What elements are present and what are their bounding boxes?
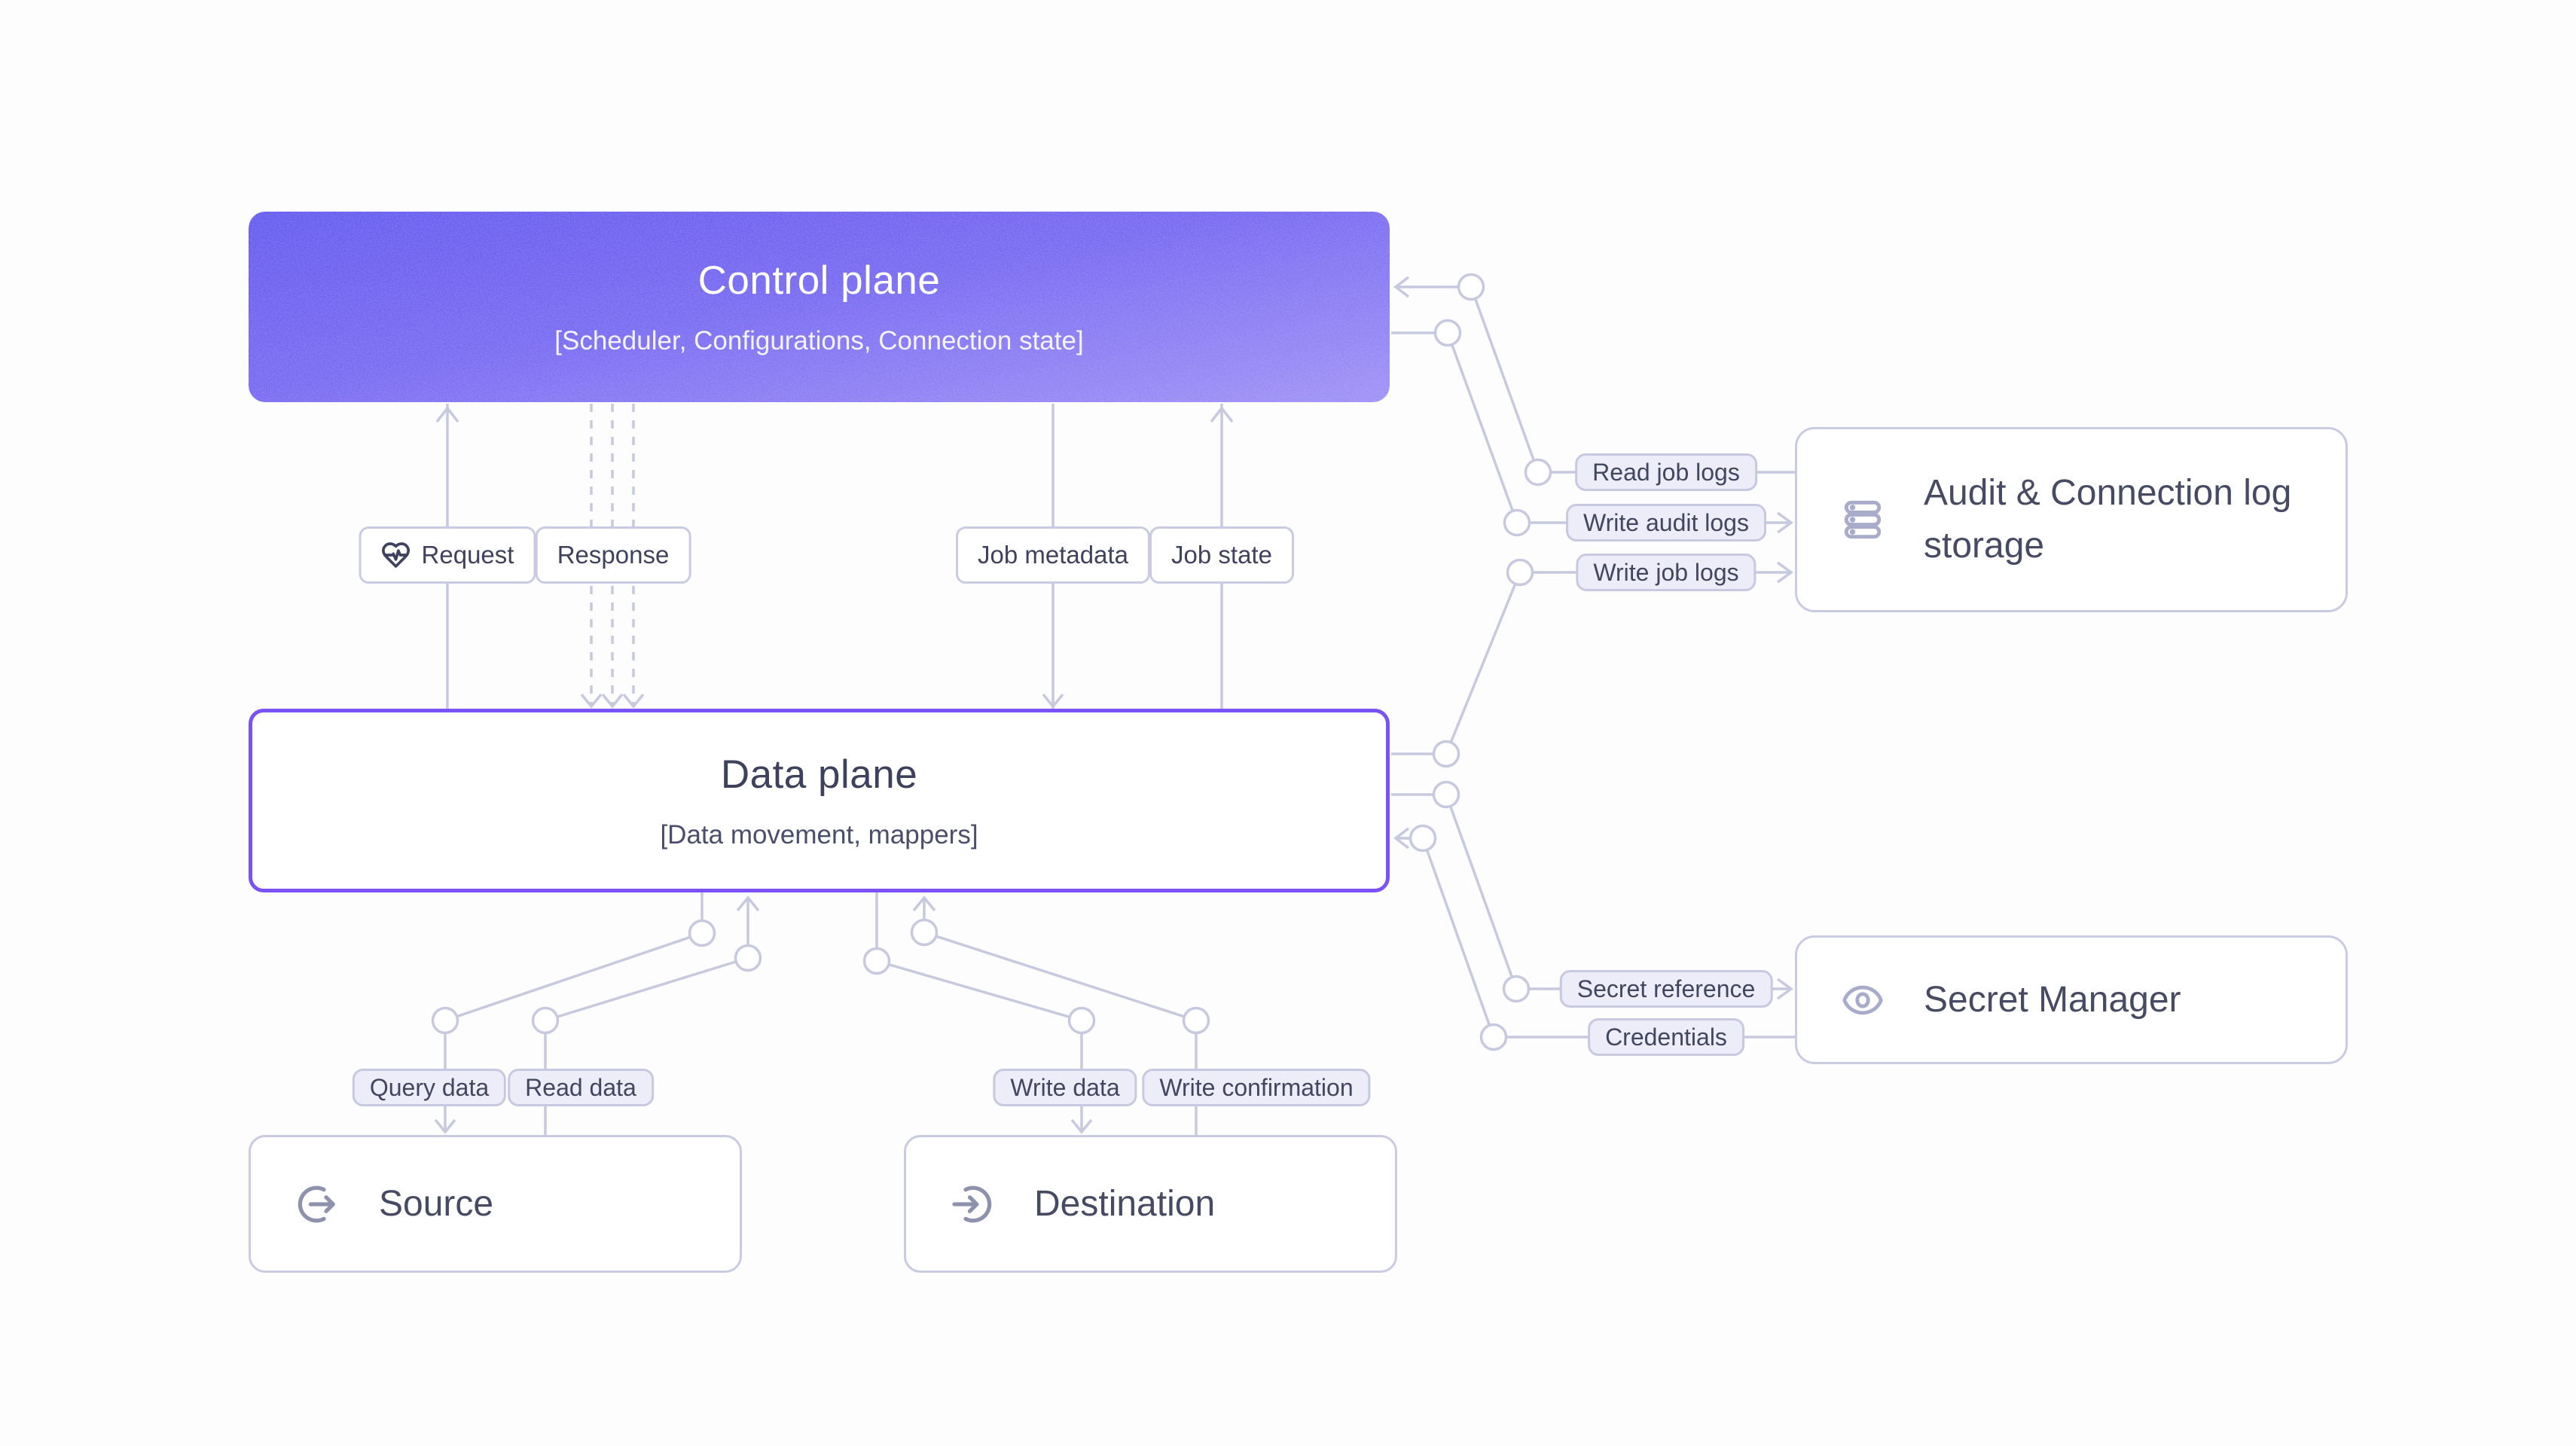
write-audit-logs-label: Write audit logs (1566, 504, 1766, 541)
request-label: Request (359, 526, 536, 584)
data-plane-subtitle: [Data movement, mappers] (660, 819, 978, 850)
heart-pulse-icon (382, 542, 411, 568)
request-label-text: Request (421, 541, 514, 569)
secret-manager-box: Secret Manager (1795, 935, 2348, 1064)
job-metadata-label-text: Job metadata (978, 541, 1128, 569)
control-plane-subtitle: [Scheduler, Configurations, Connection s… (554, 326, 1084, 355)
write-data-text: Write data (1010, 1073, 1120, 1101)
destination-box: Destination (904, 1135, 1397, 1273)
arrow-down-write-data (1070, 1118, 1093, 1134)
control-plane-title: Control plane (697, 258, 941, 303)
secret-reference-text: Secret reference (1576, 975, 1756, 1002)
arrow-up-read-data (736, 895, 760, 912)
arrow-down-query-data (434, 1118, 456, 1134)
write-job-logs-text: Write job logs (1593, 558, 1739, 586)
server-stack-icon (1844, 500, 1882, 539)
arrow-right-secret-reference (1776, 978, 1793, 1000)
write-audit-logs-text: Write audit logs (1583, 508, 1749, 536)
write-job-logs-label: Write job logs (1576, 554, 1757, 591)
noise-texture (249, 212, 1390, 402)
read-data-text: Read data (525, 1073, 636, 1101)
control-plane-box: Control plane [Scheduler, Configurations… (249, 212, 1390, 402)
query-data-text: Query data (369, 1073, 490, 1101)
eye-icon (1842, 985, 1883, 1014)
write-data-label: Write data (993, 1069, 1137, 1106)
destination-label: Destination (1034, 1183, 1216, 1224)
query-data-label: Query data (352, 1069, 507, 1106)
data-plane-box: Data plane [Data movement, mappers] (249, 709, 1390, 892)
destination-import-icon (952, 1185, 992, 1222)
source-export-icon (298, 1185, 335, 1222)
credentials-text: Credentials (1605, 1023, 1727, 1051)
arrow-left-into-control-plane (1393, 276, 1410, 298)
junction-nodes (431, 273, 1552, 1051)
write-confirmation-text: Write confirmation (1159, 1073, 1354, 1101)
arrow-up-request (435, 406, 459, 423)
arrow-down-response-3 (622, 693, 645, 709)
arrow-down-response-1 (580, 693, 603, 709)
read-job-logs-label: Read job logs (1575, 453, 1757, 491)
secret-reference-label: Secret reference (1559, 970, 1773, 1008)
audit-log-storage-box: Audit & Connection log storage (1795, 427, 2348, 612)
job-state-label-text: Job state (1171, 541, 1272, 569)
secret-manager-label: Secret Manager (1924, 979, 2181, 1020)
arrow-up-write-confirmation (912, 895, 936, 912)
arrow-down-job-metadata (1042, 693, 1064, 709)
arrow-left-into-data-plane (1393, 827, 1410, 850)
read-data-label: Read data (508, 1069, 654, 1106)
credentials-label: Credentials (1588, 1018, 1744, 1056)
arrow-right-write-job-logs (1776, 561, 1793, 584)
arrow-down-response-2 (601, 693, 624, 709)
arrow-up-job-state (1210, 406, 1234, 423)
job-metadata-label: Job metadata (956, 526, 1150, 584)
response-label: Response (535, 526, 691, 584)
job-state-label: Job state (1149, 526, 1294, 584)
source-label: Source (379, 1183, 494, 1224)
read-job-logs-text: Read job logs (1592, 458, 1740, 486)
source-box: Source (249, 1135, 742, 1273)
audit-log-storage-label: Audit & Connection log storage (1924, 473, 2292, 566)
arrow-right-write-audit-logs (1776, 511, 1793, 534)
write-confirmation-label: Write confirmation (1142, 1069, 1371, 1106)
response-label-text: Response (557, 541, 670, 569)
data-plane-title: Data plane (720, 752, 918, 797)
